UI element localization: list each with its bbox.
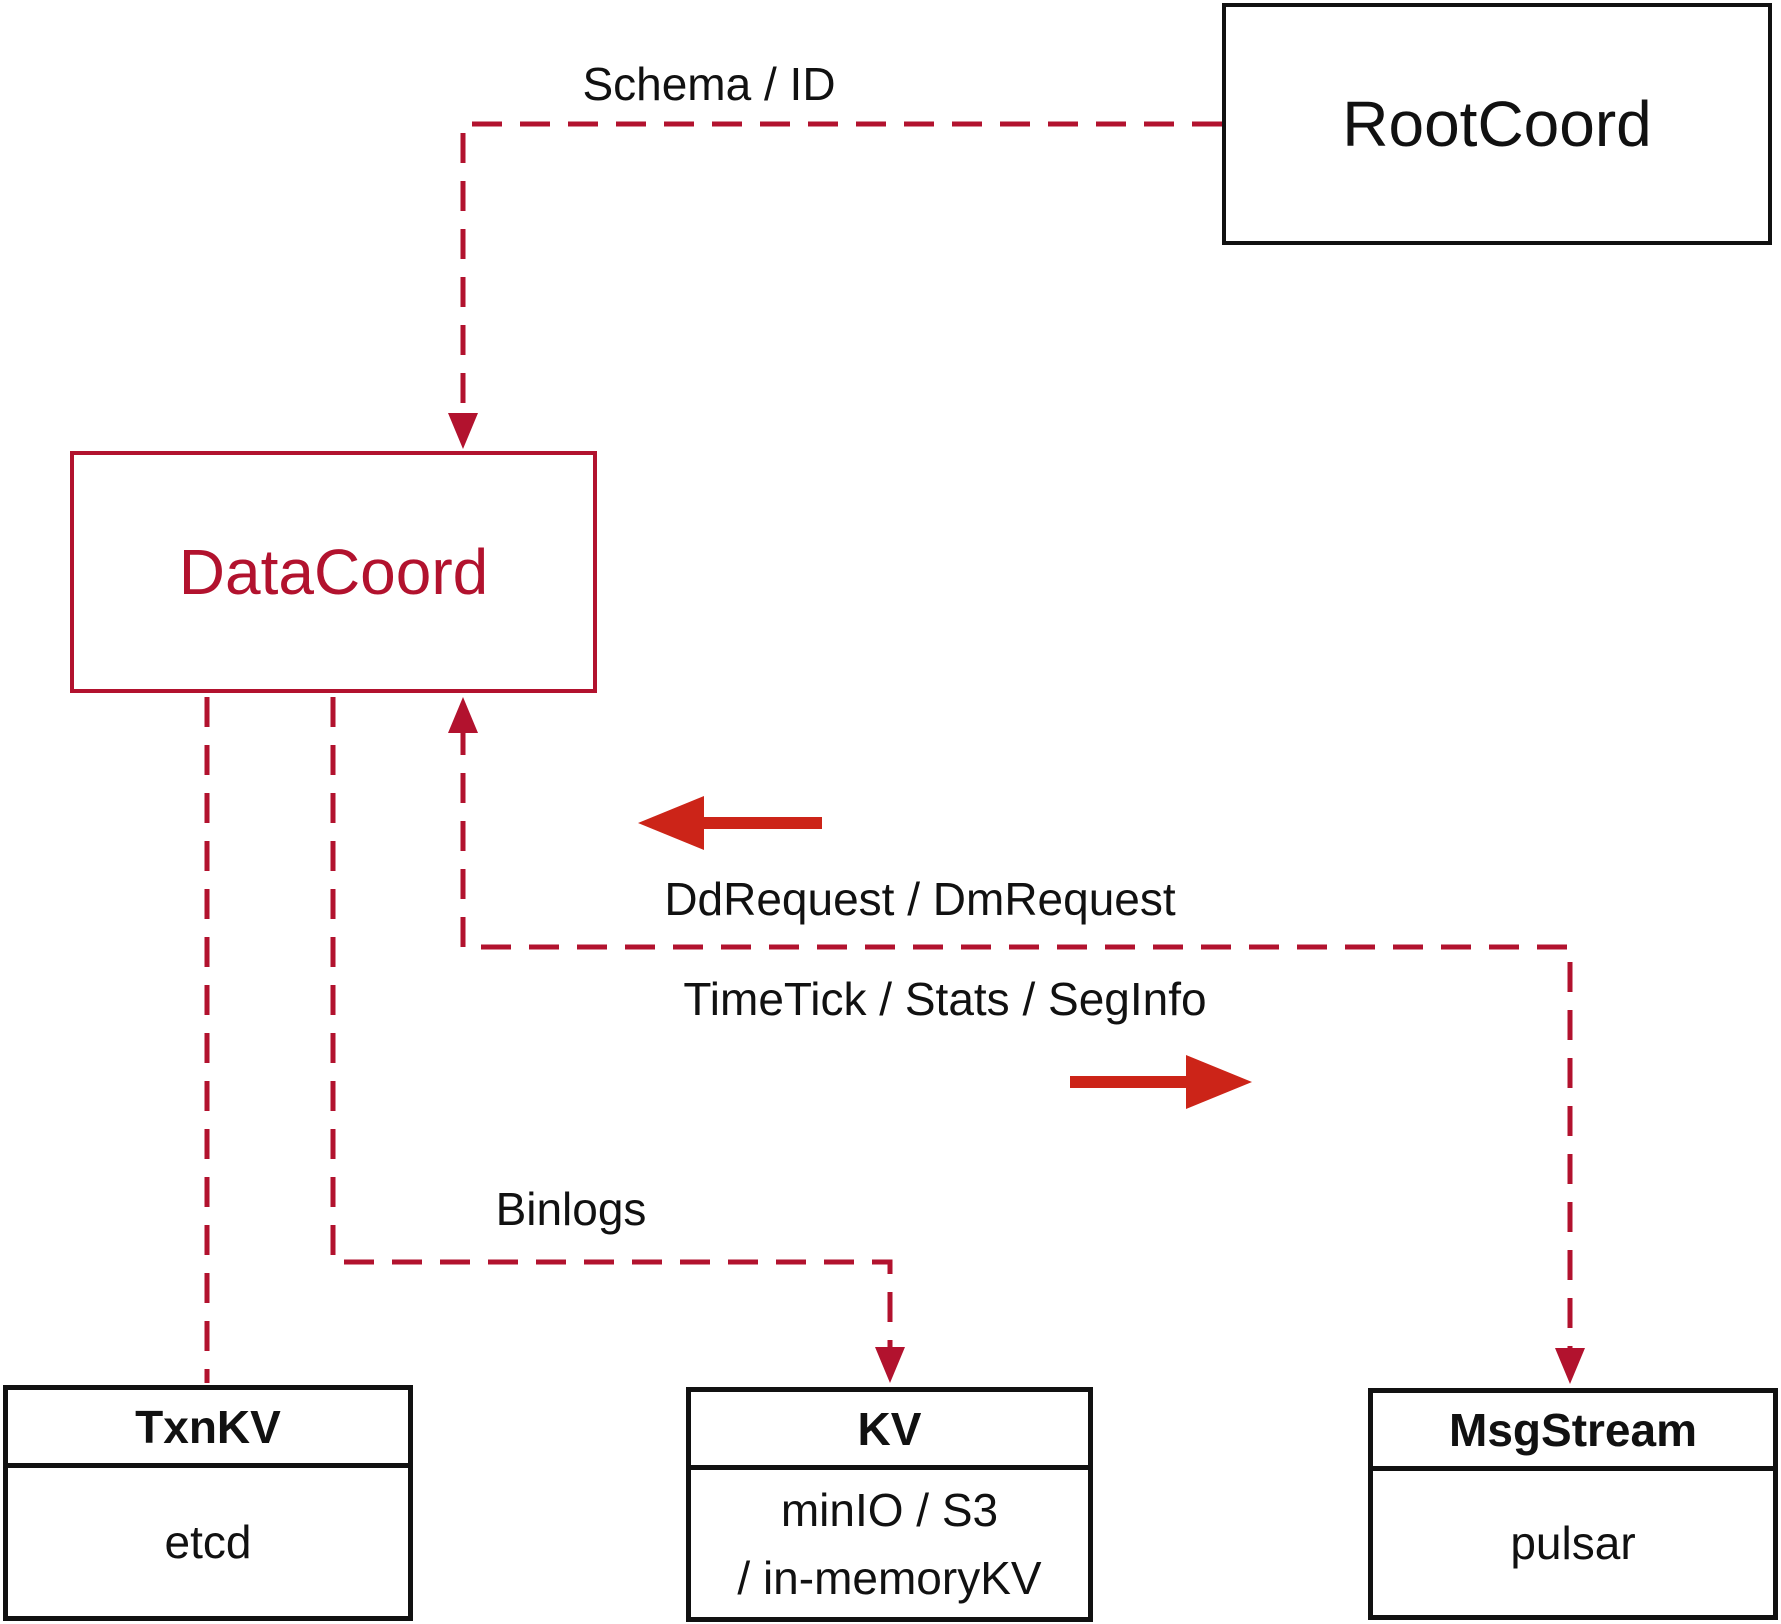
edge-msgstream-arrowhead-down	[1555, 1348, 1585, 1384]
node-kv: KV minIO / S3 / in-memoryKV	[686, 1387, 1093, 1622]
direction-arrow-right-icon	[1070, 1055, 1252, 1109]
node-datacoord: DataCoord	[70, 451, 597, 693]
edge-label-schema-id: Schema / ID	[582, 58, 836, 110]
node-rootcoord: RootCoord	[1222, 3, 1772, 245]
edge-schema-id-line	[460, 121, 1222, 441]
edge-binlogs-line	[330, 697, 893, 1350]
msgstream-title: MsgStream	[1373, 1393, 1773, 1471]
rootcoord-label: RootCoord	[1342, 88, 1652, 160]
txnkv-title: TxnKV	[8, 1390, 408, 1468]
edge-datacoord-msgstream-line	[460, 725, 1573, 1350]
edge-schema-id-arrowhead-down	[448, 413, 478, 449]
direction-arrow-left-icon	[638, 796, 822, 850]
edge-datacoord-arrowhead-up	[448, 697, 478, 733]
node-msgstream: MsgStream pulsar	[1368, 1388, 1778, 1620]
edge-kv-arrowhead-down	[875, 1347, 905, 1383]
msgstream-body: pulsar	[1510, 1517, 1636, 1569]
edge-label-ddrequest-dmrequest: DdRequest / DmRequest	[664, 873, 1176, 925]
datacoord-label: DataCoord	[178, 536, 489, 608]
kv-title: KV	[691, 1392, 1088, 1470]
kv-body: minIO / S3 / in-memoryKV	[691, 1470, 1088, 1617]
edge-label-timetick-stats-seginfo: TimeTick / Stats / SegInfo	[683, 973, 1207, 1025]
kv-body-line2: / in-memoryKV	[737, 1551, 1042, 1604]
node-txnkv: TxnKV etcd	[3, 1385, 413, 1621]
edge-label-binlogs: Binlogs	[495, 1183, 647, 1235]
txnkv-body: etcd	[164, 1516, 252, 1568]
kv-body-line1: minIO / S3	[780, 1483, 999, 1536]
